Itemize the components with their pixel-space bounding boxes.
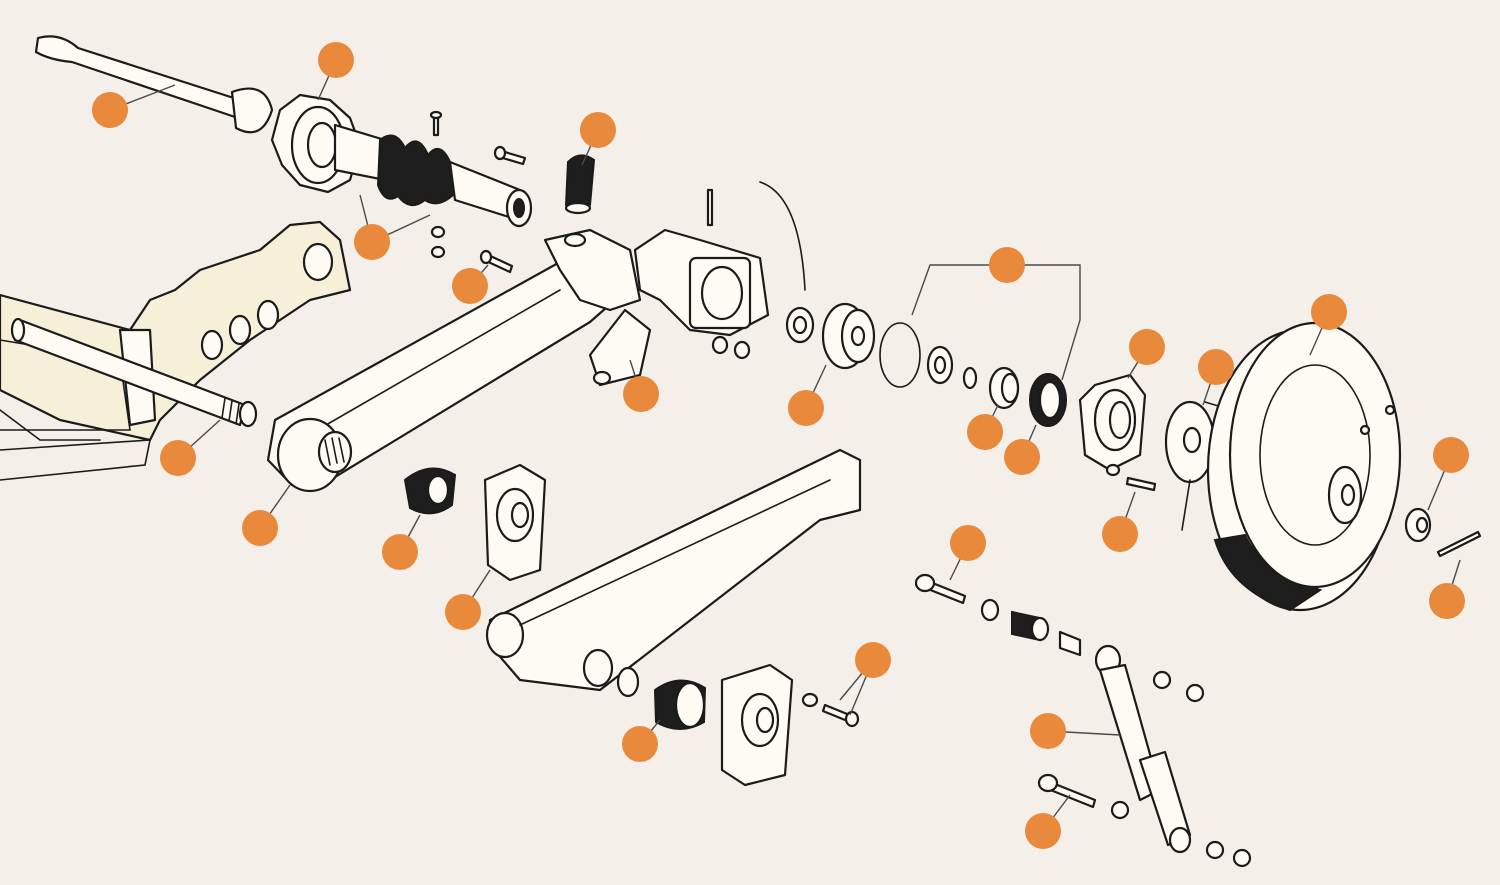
- shock-absorber: [1094, 644, 1192, 854]
- nut: [1110, 670, 1252, 868]
- callout-marker[interactable]: [1129, 329, 1165, 365]
- oil-seal: [1029, 373, 1067, 427]
- split-pin: [1436, 530, 1482, 558]
- callout-marker[interactable]: [1030, 713, 1066, 749]
- washer: [711, 306, 815, 360]
- callout-marker[interactable]: [622, 726, 658, 762]
- callout-marker[interactable]: [950, 525, 986, 561]
- rubber-gaiter-boot: [376, 134, 533, 228]
- callout-marker[interactable]: [623, 376, 659, 412]
- universal-joint-flange: [270, 93, 387, 194]
- callout-marker[interactable]: [242, 510, 278, 546]
- callout-marker[interactable]: [1429, 583, 1465, 619]
- callout-marker[interactable]: [1198, 349, 1234, 385]
- callout-markers: [92, 42, 1469, 849]
- callout-marker[interactable]: [1025, 813, 1061, 849]
- bolt: [801, 692, 860, 728]
- callout-marker[interactable]: [1311, 294, 1347, 330]
- castle-nut: [1404, 507, 1432, 543]
- callout-marker[interactable]: [445, 594, 481, 630]
- bolt: [914, 573, 1097, 809]
- bearing-spacer: [926, 345, 1020, 410]
- callout-marker[interactable]: [967, 414, 1003, 450]
- callout-marker[interactable]: [1102, 516, 1138, 552]
- splined-shaft: [10, 317, 258, 428]
- hub-bearing-housing: [588, 181, 806, 387]
- o-ring: [879, 322, 921, 388]
- callout-marker[interactable]: [1004, 439, 1040, 475]
- callout-marker[interactable]: [989, 247, 1025, 283]
- callout-marker[interactable]: [580, 112, 616, 148]
- wheel-bearing: [821, 302, 876, 370]
- callout-marker[interactable]: [160, 440, 196, 476]
- lower-arm: [485, 448, 862, 692]
- subframe: [0, 220, 352, 481]
- rubber-bush: [403, 467, 707, 730]
- pivot-bracket: [543, 188, 714, 312]
- callout-marker[interactable]: [1433, 437, 1469, 473]
- callout-marker[interactable]: [788, 390, 824, 426]
- rubber-bush: [980, 598, 1082, 657]
- callout-marker[interactable]: [92, 92, 128, 128]
- callout-marker[interactable]: [382, 534, 418, 570]
- nut: [430, 225, 446, 259]
- bearing-retainer-cap: [1078, 373, 1157, 492]
- callout-marker[interactable]: [318, 42, 354, 78]
- bump-stop: [564, 154, 596, 215]
- callout-marker[interactable]: [452, 268, 488, 304]
- brake-drum: [1206, 321, 1402, 612]
- bolt: [429, 110, 527, 274]
- callout-marker[interactable]: [354, 224, 390, 260]
- pivot-bracket: [483, 463, 794, 787]
- drive-shaft: [34, 35, 274, 134]
- callout-marker[interactable]: [855, 642, 891, 678]
